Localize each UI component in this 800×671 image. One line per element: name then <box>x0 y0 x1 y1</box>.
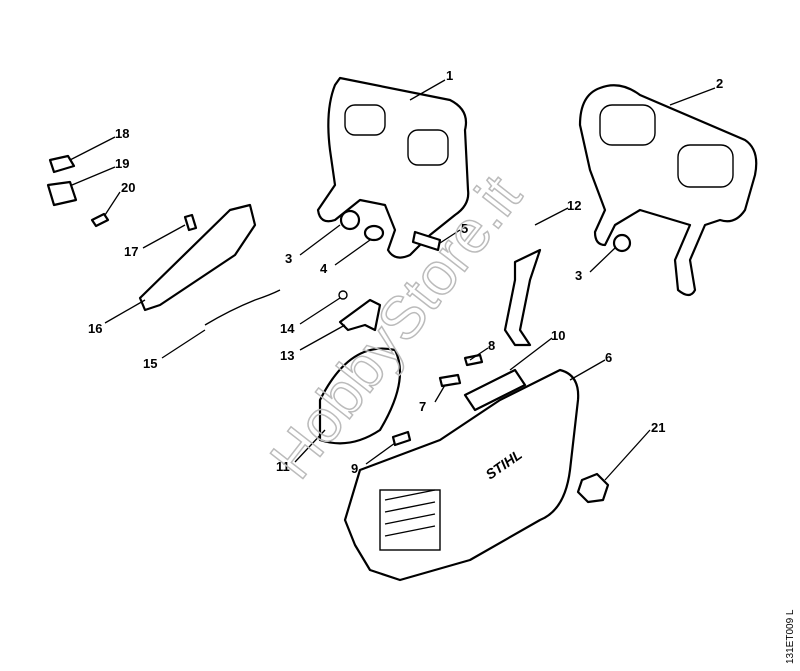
callout-12: 12 <box>567 198 581 213</box>
part-7-pin <box>438 373 462 388</box>
callout-17: 17 <box>124 244 138 259</box>
callout-5: 5 <box>461 221 468 236</box>
part-15-spring <box>204 289 281 326</box>
callout-2: 2 <box>716 76 723 91</box>
part-16-plate <box>138 203 257 312</box>
part-9-pin <box>391 430 412 447</box>
part-12-rod <box>503 248 542 347</box>
leader-lines <box>69 79 716 481</box>
drawing-code: 131ET009 L <box>785 609 796 664</box>
part-3-bushing-right <box>612 233 632 253</box>
callout-labels: 1 2 3 3 4 5 6 7 8 9 10 11 12 13 14 15 16… <box>88 68 723 476</box>
part-17-screw <box>183 213 198 232</box>
callout-3-right: 3 <box>575 268 582 283</box>
part-4-washer <box>363 224 385 242</box>
callout-16: 16 <box>88 321 102 336</box>
part-5-screw <box>411 230 442 252</box>
part-11-band <box>318 347 402 445</box>
part-18-cap <box>48 154 76 174</box>
callout-15: 15 <box>143 356 157 371</box>
part-3-bushing <box>339 209 361 231</box>
part-21-nut <box>576 472 610 504</box>
callout-4: 4 <box>320 261 328 276</box>
callout-8: 8 <box>488 338 495 353</box>
callout-1: 1 <box>446 68 453 83</box>
part-2-handguard <box>578 84 758 297</box>
part-14-clip <box>338 290 348 300</box>
callout-18: 18 <box>115 126 129 141</box>
part-6-sprocket-cover: STIHL <box>343 368 580 582</box>
callout-11: 11 <box>276 459 290 474</box>
part-20-screw <box>90 212 110 228</box>
callout-10: 10 <box>551 328 565 343</box>
callout-3: 3 <box>285 251 292 266</box>
part-13-crank <box>338 298 382 332</box>
callout-20: 20 <box>121 180 135 195</box>
part-19-grommet <box>46 180 78 207</box>
callout-9: 9 <box>351 461 358 476</box>
callout-6: 6 <box>605 350 612 365</box>
callout-7: 7 <box>419 399 426 414</box>
callout-13: 13 <box>280 348 294 363</box>
callout-21: 21 <box>651 420 665 435</box>
part-10-lever <box>463 368 527 412</box>
part-8-screw <box>463 353 484 367</box>
callout-19: 19 <box>115 156 129 171</box>
callout-14: 14 <box>280 321 295 336</box>
part-1-handguard <box>316 76 470 259</box>
